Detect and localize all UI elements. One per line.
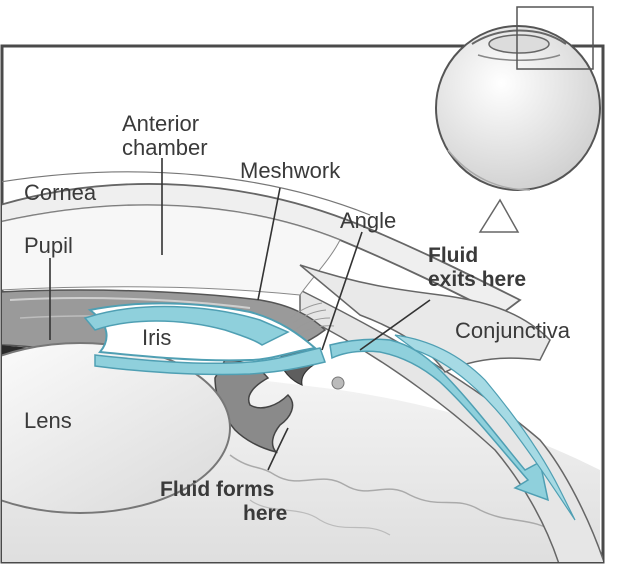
sclera xyxy=(299,288,603,562)
fluid-exit-channel xyxy=(329,338,550,502)
label-fluid-exits-line2: exits here xyxy=(428,268,526,291)
ciliary-body xyxy=(214,359,294,454)
meshwork-leader xyxy=(257,187,281,301)
label-meshwork: Meshwork xyxy=(240,158,341,183)
inset-zoom-box xyxy=(516,6,594,70)
canal-dot xyxy=(331,376,345,390)
angle-leader xyxy=(321,231,363,351)
fluid-exits-leader xyxy=(359,299,431,351)
anterior-chamber xyxy=(2,204,341,296)
label-lens: Lens xyxy=(24,408,72,433)
label-pupil: Pupil xyxy=(24,233,73,258)
ciliary-edge xyxy=(229,454,561,536)
label-fluid-forms-line1: Fluid forms xyxy=(160,478,274,501)
label-anterior-chamber-line2: chamber xyxy=(122,135,208,160)
fluid-flow-lower xyxy=(94,347,326,376)
label-angle: Angle xyxy=(340,208,396,233)
label-anterior-chamber-line1: Anterior xyxy=(122,111,199,136)
label-fluid-exits-line1: Fluid xyxy=(428,244,478,267)
label-conjunctiva: Conjunctiva xyxy=(455,318,571,343)
inset-eyeball xyxy=(435,6,601,233)
fluid-flow-upper xyxy=(83,305,290,346)
label-cornea: Cornea xyxy=(24,180,97,205)
label-iris: Iris xyxy=(142,325,171,350)
fluid-forms-leader xyxy=(267,427,289,471)
lens-shape xyxy=(2,342,231,514)
label-fluid-forms-line2: here xyxy=(243,502,287,525)
